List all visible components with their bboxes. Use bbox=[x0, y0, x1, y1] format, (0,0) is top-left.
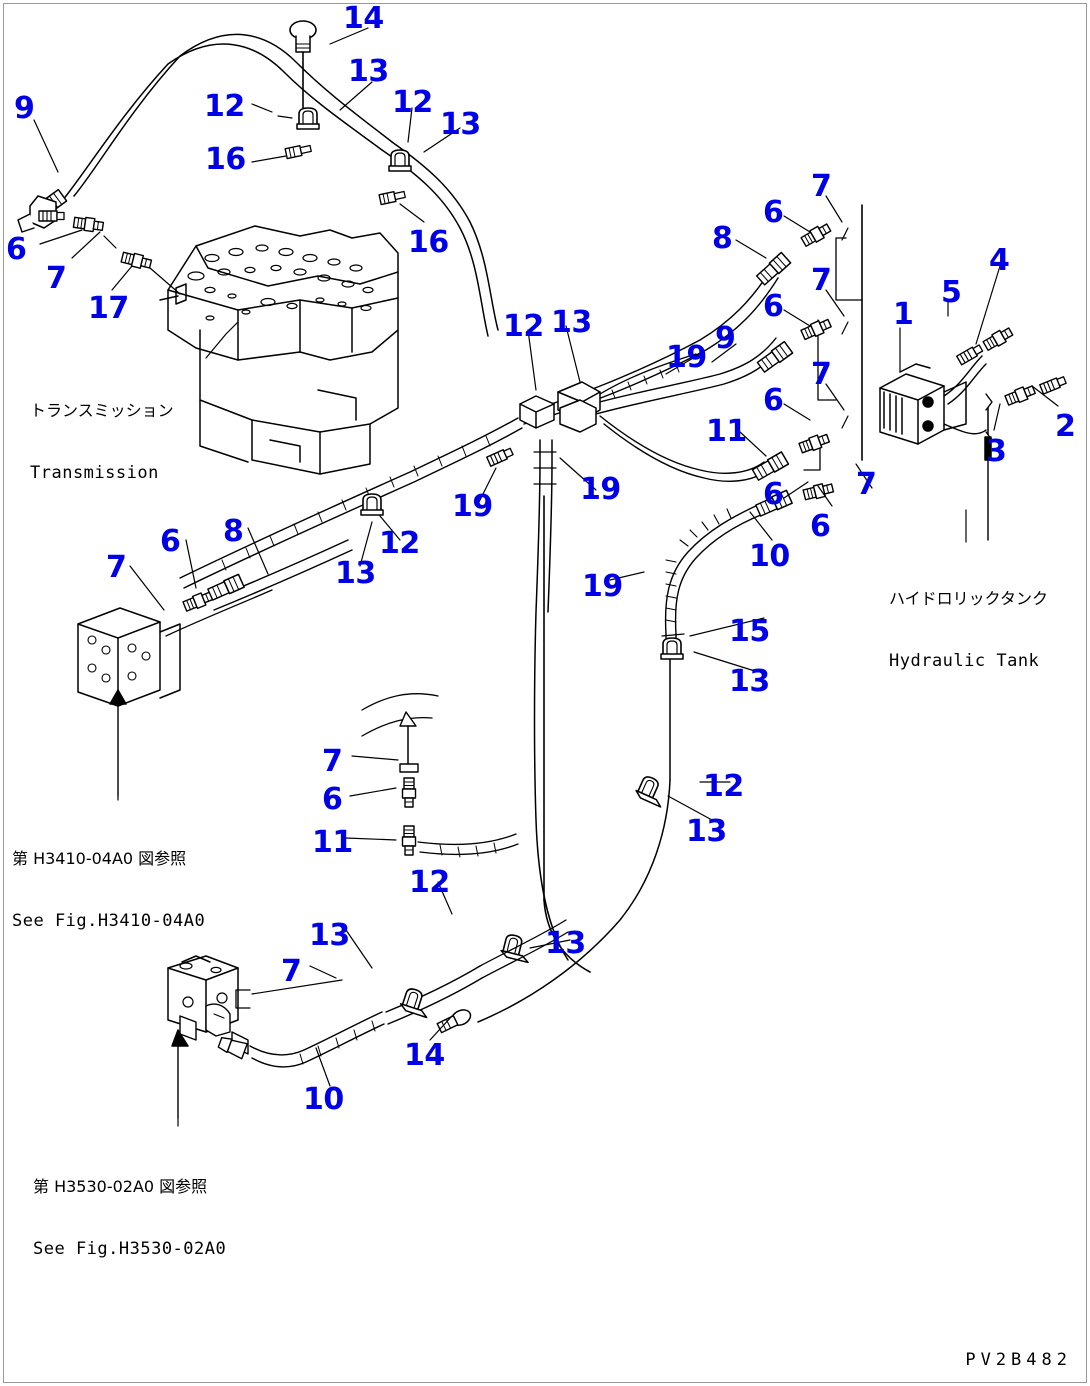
callout-number-14: 14 bbox=[343, 1, 384, 36]
callout-number-7: 7 bbox=[46, 261, 67, 296]
callout-number-14: 14 bbox=[404, 1038, 445, 1073]
caption-see-fig-h3530: 第 H3530-02A0 図参照 See Fig.H3530-02A0 bbox=[33, 1134, 226, 1302]
callout-number-10: 10 bbox=[749, 539, 790, 574]
caption-see-fig-h3530-en: See Fig.H3530-02A0 bbox=[33, 1239, 227, 1259]
callout-number-12: 12 bbox=[392, 85, 433, 120]
callout-number-12: 12 bbox=[703, 769, 744, 804]
callout-number-13: 13 bbox=[335, 556, 376, 591]
callout-number-7: 7 bbox=[322, 744, 343, 779]
callout-number-12: 12 bbox=[379, 526, 420, 561]
callout-number-6: 6 bbox=[6, 232, 27, 267]
callout-number-7: 7 bbox=[856, 467, 877, 502]
callout-number-9: 9 bbox=[715, 321, 736, 356]
callout-number-13: 13 bbox=[729, 664, 770, 699]
callout-number-8: 8 bbox=[712, 221, 733, 256]
caption-transmission-en: Transmission bbox=[30, 463, 159, 483]
caption-transmission-jp: トランスミッション bbox=[30, 401, 174, 420]
callout-number-19: 19 bbox=[582, 569, 623, 604]
callout-number-3: 3 bbox=[986, 434, 1007, 469]
sheet-code: PV2B482 bbox=[965, 1350, 1072, 1370]
caption-see-fig-h3410-en: See Fig.H3410-04A0 bbox=[12, 911, 206, 931]
callout-number-2: 2 bbox=[1055, 409, 1076, 444]
caption-hydraulic-tank: ハイドロリックタンク Hydraulic Tank bbox=[889, 546, 1048, 714]
callout-number-6: 6 bbox=[763, 195, 784, 230]
callout-number-6: 6 bbox=[322, 782, 343, 817]
callout-number-19: 19 bbox=[452, 489, 493, 524]
callout-number-19: 19 bbox=[580, 472, 621, 507]
callout-number-16: 16 bbox=[205, 142, 246, 177]
callout-number-17: 17 bbox=[88, 291, 129, 326]
callout-number-4: 4 bbox=[989, 243, 1010, 278]
callout-number-12: 12 bbox=[503, 309, 544, 344]
callout-number-6: 6 bbox=[763, 383, 784, 418]
callout-number-9: 9 bbox=[14, 91, 35, 126]
callout-number-6: 6 bbox=[160, 524, 181, 559]
callout-number-12: 12 bbox=[409, 865, 450, 900]
callout-number-6: 6 bbox=[810, 509, 831, 544]
callout-number-10: 10 bbox=[303, 1082, 344, 1117]
callout-number-8: 8 bbox=[223, 514, 244, 549]
callout-number-13: 13 bbox=[551, 305, 592, 340]
callout-number-7: 7 bbox=[281, 954, 302, 989]
callout-number-13: 13 bbox=[545, 926, 586, 961]
callout-number-15: 15 bbox=[729, 614, 770, 649]
callout-number-16: 16 bbox=[408, 225, 449, 260]
valve-block-h3530 bbox=[167, 955, 249, 1119]
caption-hydraulic-tank-en: Hydraulic Tank bbox=[889, 651, 1040, 671]
callout-number-19: 19 bbox=[666, 340, 707, 375]
callout-number-7: 7 bbox=[811, 263, 832, 298]
hydraulic-tank-manifold bbox=[803, 204, 967, 471]
caption-see-fig-h3530-jp: 第 H3530-02A0 図参照 bbox=[33, 1177, 208, 1196]
caption-see-fig-h3410-jp: 第 H3410-04A0 図参照 bbox=[12, 849, 187, 868]
callout-number-11: 11 bbox=[706, 414, 747, 449]
callout-number-7: 7 bbox=[811, 169, 832, 204]
callout-number-11: 11 bbox=[312, 825, 353, 860]
callout-number-12: 12 bbox=[204, 89, 245, 124]
callout-number-13: 13 bbox=[348, 54, 389, 89]
callout-number-13: 13 bbox=[309, 918, 350, 953]
transmission-body bbox=[159, 225, 399, 475]
caption-hydraulic-tank-jp: ハイドロリックタンク bbox=[889, 589, 1049, 608]
callout-number-6: 6 bbox=[763, 289, 784, 324]
caption-transmission: トランスミッション Transmission bbox=[30, 358, 174, 526]
callout-number-7: 7 bbox=[106, 550, 127, 585]
callout-number-7: 7 bbox=[811, 357, 832, 392]
callout-number-5: 5 bbox=[941, 275, 962, 310]
caption-see-fig-h3410: 第 H3410-04A0 図参照 See Fig.H3410-04A0 bbox=[12, 806, 205, 974]
callout-number-13: 13 bbox=[686, 814, 727, 849]
valve-block-h3410 bbox=[77, 607, 181, 797]
callout-number-6: 6 bbox=[763, 477, 784, 512]
callout-number-13: 13 bbox=[440, 107, 481, 142]
center-junction bbox=[519, 381, 601, 433]
callout-number-1: 1 bbox=[893, 297, 914, 332]
